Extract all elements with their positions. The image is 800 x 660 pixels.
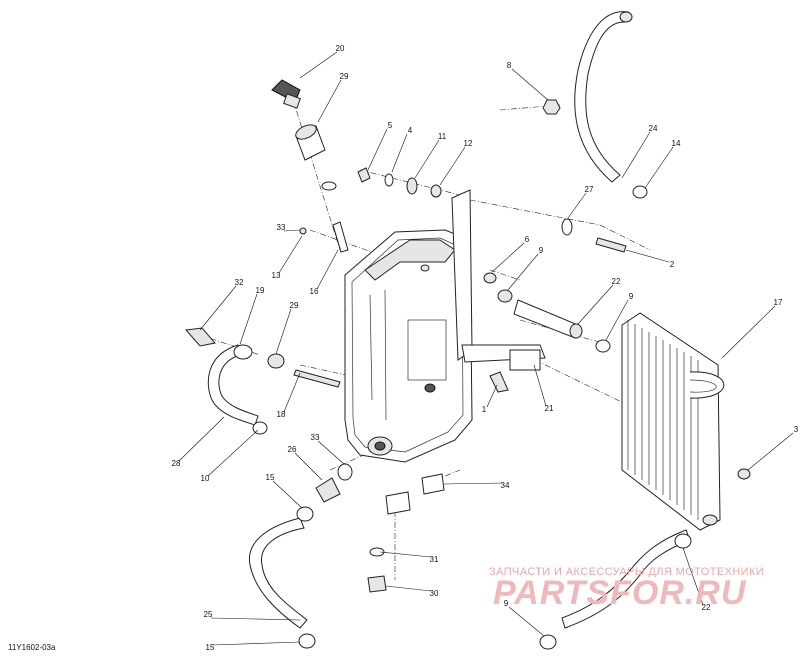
callout-number: 26 [288,445,297,454]
callout-number: 14 [672,139,681,148]
watermark-subtitle: ЗАПЧАСТИ И АКСЕССУАРЫ ДЛЯ МОТОТЕХНИКИ [489,566,765,578]
callout-leader-line [682,547,704,606]
callout-leader-line [439,146,466,186]
callout-number: 12 [464,139,473,148]
callout-leader-line [533,364,547,407]
callout-leader-line [178,416,225,462]
callout-number: 25 [204,610,213,619]
callout-number: 5 [388,121,393,130]
callout-leader-line [207,429,259,477]
diagram-reference-code: 11Y1602-03a [8,643,56,652]
callout-leader-line [317,440,345,465]
mounting-bracket [451,189,546,371]
hoses [207,11,691,629]
callout-number: 22 [702,603,711,612]
callout-leader-line [379,551,432,558]
oil-cooler [621,312,724,531]
callout-number: 27 [585,185,594,194]
callout-number: 20 [336,44,345,53]
callout-number: 9 [504,599,509,608]
callout-number: 30 [430,589,439,598]
oil-tank [344,229,473,463]
callout-leader-line [486,384,498,408]
callout-number: 33 [277,223,286,232]
callout-number: 18 [277,410,286,419]
callout-leader-line [721,305,776,359]
callout-leader-line [511,68,549,101]
callout-number: 2 [670,260,675,269]
callout-leader-line [210,617,301,621]
callout-number: 24 [649,124,658,133]
callout-number: 32 [235,278,244,287]
callout-number: 13 [272,271,281,280]
callout-number: 33 [311,433,320,442]
callout-number: 11 [438,132,447,141]
callout-leader-line [508,606,545,637]
callout-leader-line [199,285,237,331]
callout-leader-line [272,480,303,509]
callout-leader-line [577,284,614,325]
callout-leader-line [239,293,258,345]
callout-leader-line [747,432,794,471]
callout-number: 16 [310,287,319,296]
callout-number: 31 [430,555,439,564]
callout-number: 17 [774,298,783,307]
callout-number: 19 [256,286,265,295]
callout-leader-line [367,128,388,171]
callout-number: 3 [794,425,799,434]
callout-number: 15 [206,643,215,652]
callout-number: 29 [290,301,299,310]
callout-leader-line [294,452,323,481]
callout-leader-line [644,146,674,189]
callout-leader-line [212,641,301,646]
callout-number: 9 [539,246,544,255]
callout-number: 4 [408,126,413,135]
callout-leader-line [391,133,408,173]
small-parts [185,79,751,650]
callout-leader-line [283,372,301,413]
callout-leader-line [299,51,338,79]
callout-labels: 2029854111224142723313166922917321929181… [172,44,799,652]
callout-number: 1 [482,405,487,414]
callout-number: 21 [545,404,554,413]
callout-leader-line [317,79,342,123]
callout-number: 22 [612,277,621,286]
callout-leader-line [567,192,587,219]
callout-leader-line [625,249,670,263]
callout-leader-line [414,139,440,179]
callout-number: 10 [201,474,210,483]
callout-number: 8 [507,61,512,70]
callout-leader-line [605,299,629,341]
callout-leader-line [316,249,339,290]
callout-leader-line [443,482,503,485]
callout-leader-line [491,242,525,273]
callout-leader-line [278,235,303,274]
watermark-logo: PARTSFOR.RU [493,574,747,612]
callout-leader-line [283,229,301,232]
callout-number: 9 [629,292,634,301]
callout-number: 15 [266,473,275,482]
callout-leader-line [507,253,539,291]
callout-leader-line [275,308,292,355]
callout-number: 28 [172,459,181,468]
callout-number: 29 [340,72,349,81]
callout-leader-line [385,585,432,592]
callout-number: 6 [525,235,530,244]
callout-number: 34 [501,481,510,490]
callout-leader-line [621,131,651,179]
